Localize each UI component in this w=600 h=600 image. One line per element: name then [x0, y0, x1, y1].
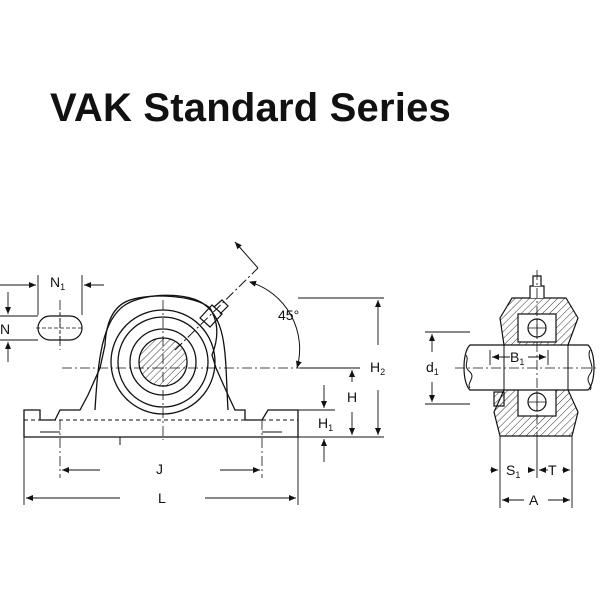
housing-body	[94, 294, 229, 411]
outer-ring	[117, 316, 209, 408]
side-view	[463, 275, 595, 437]
label-a: A	[529, 492, 539, 508]
label-angle: 45°	[278, 307, 299, 323]
housing-base	[23, 295, 299, 438]
side-dimensions	[425, 331, 573, 508]
diagram-title: VAK Standard Series	[50, 86, 451, 130]
bolt-slot	[36, 312, 84, 344]
label-j: J	[156, 461, 163, 477]
label-t: T	[548, 462, 557, 478]
front-labels: N1 N 45° H2 H H1 J L	[0, 274, 385, 506]
angle-indicator	[174, 241, 302, 369]
label-d1: d1	[426, 359, 439, 377]
label-h: H	[347, 389, 357, 405]
label-h1: H1	[318, 415, 333, 433]
front-view	[23, 294, 299, 445]
side-centerlines	[455, 270, 598, 440]
label-l: L	[158, 490, 166, 506]
label-b1: B1	[510, 349, 524, 367]
label-s1: S1	[506, 462, 520, 480]
label-n: N	[0, 321, 10, 337]
label-h2: H2	[370, 359, 385, 377]
label-n1: N1	[50, 274, 65, 292]
shaft	[463, 344, 595, 391]
front-dimensions	[0, 275, 384, 505]
grease-fitting	[199, 304, 223, 328]
side-labels: d1 B1 S1 T A	[426, 349, 557, 508]
